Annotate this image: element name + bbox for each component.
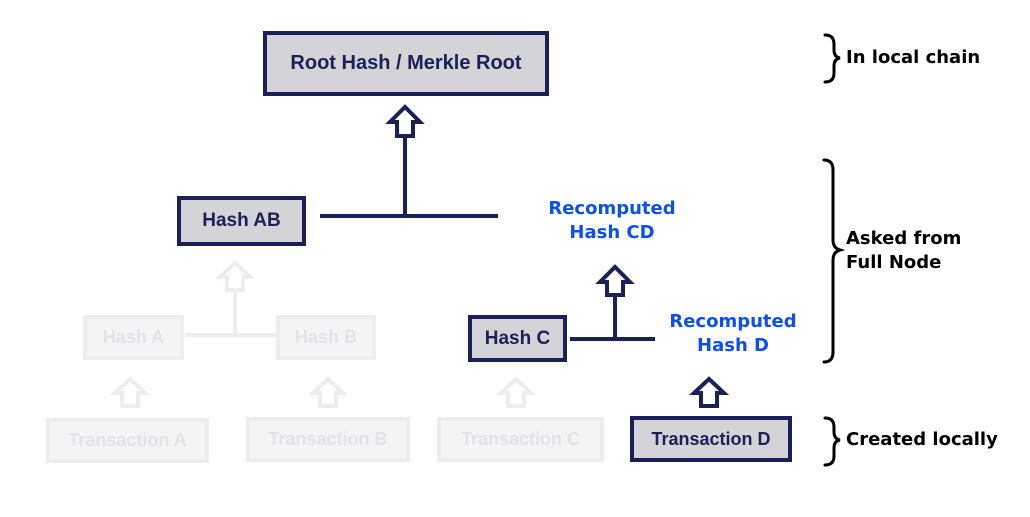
recomputed-hash-d-label: Recomputed Hash D <box>648 310 818 358</box>
arrow-up-icon <box>214 260 256 292</box>
hash-a-node: Hash A <box>83 315 184 360</box>
transaction-b-node: Transaction B <box>246 417 410 462</box>
side-label-created-locally: Created locally <box>846 429 998 450</box>
transaction-b-label: Transaction B <box>268 429 388 449</box>
arrow-up-icon <box>495 376 537 408</box>
recomputed-hash-d-line-2: Hash D <box>697 335 769 356</box>
side-label-local-chain: In local chain <box>846 47 981 68</box>
recomputed-hash-cd-line-1: Recomputed <box>548 198 676 219</box>
transaction-d-node: Transaction D <box>630 416 792 462</box>
hash-a-label: Hash A <box>102 327 165 347</box>
hash-c-node: Hash C <box>468 315 567 362</box>
hash-ab-label: Hash AB <box>202 210 281 231</box>
brace-full-node <box>822 158 846 364</box>
arrow-up-icon <box>688 376 730 408</box>
brace-local-chain <box>823 33 841 84</box>
side-label-full-node-line-1: Asked from <box>846 228 962 249</box>
transaction-c-node: Transaction C <box>437 417 604 462</box>
side-label-full-node-line-2: Full Node <box>846 252 942 273</box>
transaction-a-label: Transaction A <box>68 430 187 450</box>
arrow-up-icon <box>385 104 425 138</box>
arrow-up-icon <box>307 376 349 408</box>
side-label-full-node: Asked from Full Node <box>846 227 961 275</box>
hash-b-label: Hash B <box>294 327 357 347</box>
root-hash-label: Root Hash / Merkle Root <box>290 52 522 74</box>
hash-b-node: Hash B <box>276 315 376 360</box>
transaction-d-label: Transaction D <box>651 428 771 449</box>
brace-created-locally <box>823 416 841 467</box>
recomputed-hash-cd-label: Recomputed Hash CD <box>527 197 697 245</box>
transaction-a-node: Transaction A <box>46 418 209 463</box>
arrow-up-icon <box>109 376 151 408</box>
arrow-up-icon <box>595 264 635 297</box>
hash-c-label: Hash C <box>484 327 551 349</box>
transaction-c-label: Transaction C <box>460 429 581 449</box>
recomputed-hash-cd-line-2: Hash CD <box>569 222 655 243</box>
root-hash-node: Root Hash / Merkle Root <box>263 31 549 96</box>
recomputed-hash-d-line-1: Recomputed <box>669 311 797 332</box>
hash-ab-node: Hash AB <box>177 196 306 246</box>
